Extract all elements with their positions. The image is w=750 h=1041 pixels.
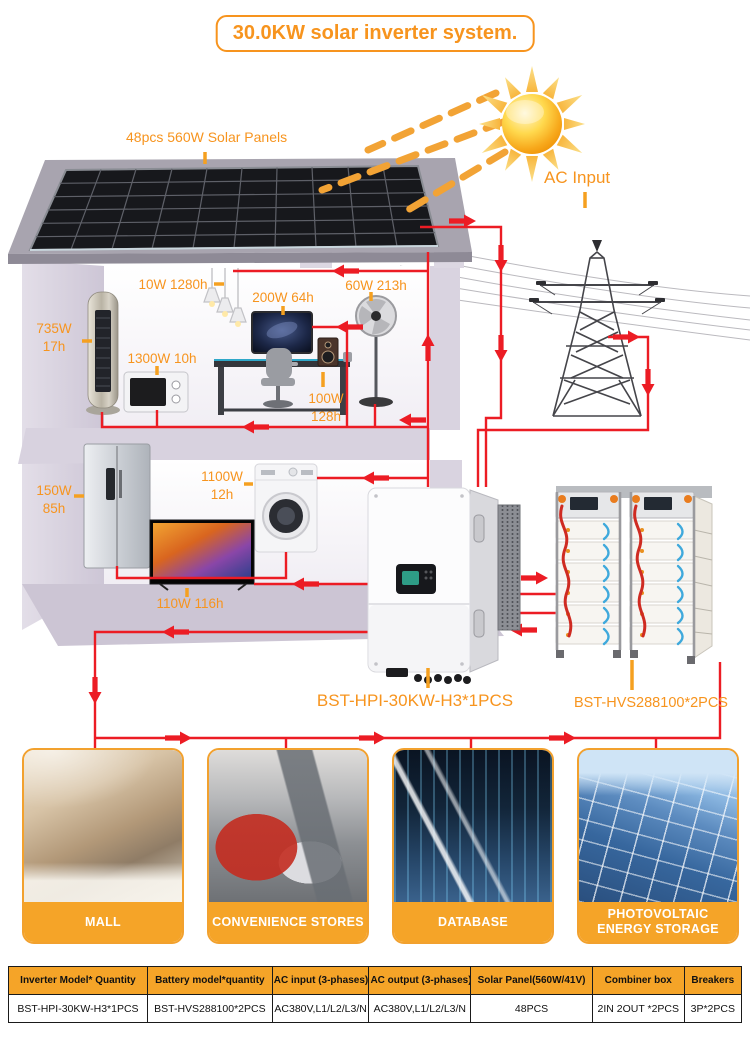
spec-table: Inverter Model* Quantity Battery model*q…: [8, 966, 743, 1023]
venue-card-mall: MALL: [22, 748, 184, 944]
battery-stack-icon: [555, 486, 713, 664]
mall-photo: [24, 750, 182, 902]
inverter-model-label: BST-HPI-30KW-H3*1PCS: [316, 691, 514, 710]
load-label-computer: 200W 64h: [252, 290, 314, 305]
convenience-store-photo: [209, 750, 367, 902]
office-chair-icon: [261, 348, 295, 408]
load-label-washer: 1100W 12h: [201, 469, 243, 502]
load-label-pendant-lamps: 10W 1280h: [138, 277, 208, 292]
label-ticks: [74, 152, 634, 690]
floor-fan-icon: [355, 295, 397, 407]
cell-inverter-model: BST-HPI-30KW-H3*1PCS: [8, 994, 148, 1023]
venue-label: MALL: [24, 902, 182, 942]
database-photo: [394, 750, 552, 902]
load-label-tower-ac: 735W 17h: [36, 321, 72, 354]
solar-panels-label: 48pcs 560W Solar Panels: [126, 129, 288, 145]
wiring-red: [93, 225, 722, 752]
col-inverter-model: Inverter Model* Quantity: [8, 966, 148, 995]
sun-icon: [479, 66, 585, 182]
tower-ac-icon: [86, 291, 120, 415]
cell-combiner-box: 2IN 2OUT *2PCS: [591, 994, 685, 1023]
washing-machine-icon: [254, 463, 318, 553]
venue-label: PHOTOVOLTAIC ENERGY STORAGE: [579, 902, 737, 942]
load-label-speaker: 100W 128h: [308, 391, 344, 424]
col-battery-model: Battery model*quantity: [146, 966, 273, 995]
speaker-icon: [317, 337, 352, 367]
inverter-icon: [367, 487, 521, 684]
cell-solar-panel: 48PCS: [470, 994, 593, 1023]
venue-card-database: DATABASE: [392, 748, 554, 944]
venue-card-convenience-stores: CONVENIENCE STORES: [207, 748, 369, 944]
battery-model-label: BST-HVS288100*2PCS: [574, 695, 728, 711]
col-breakers: Breakers: [683, 966, 743, 995]
computer-icon: [251, 311, 313, 366]
cell-ac-output: AC380V,L1/L2/L3/N: [368, 994, 472, 1023]
tv-icon: [149, 519, 255, 591]
venue-label: CONVENIENCE STORES: [209, 902, 367, 942]
ac-input-label: AC Input: [544, 168, 611, 187]
sun-rays-dashed: [318, 89, 509, 214]
fridge-icon: [83, 443, 151, 569]
microwave-icon: [123, 371, 189, 413]
pendant-lamps-icon: [203, 268, 247, 327]
col-combiner-box: Combiner box: [591, 966, 685, 995]
page-title: 30.0KW solar inverter system.: [215, 15, 535, 52]
load-label-microwave: 1300W 10h: [127, 351, 197, 366]
col-ac-output: AC output (3-phases): [368, 966, 472, 995]
load-label-fan: 60W 213h: [345, 278, 407, 293]
cell-ac-input: AC380V,L1/L2/L3/N: [271, 994, 370, 1023]
transmission-tower-icon: [529, 240, 665, 417]
venue-label: DATABASE: [394, 902, 552, 942]
load-label-fridge: 150W 85h: [36, 483, 72, 516]
cell-breakers: 3P*2PCS: [683, 994, 743, 1023]
cell-battery-model: BST-HVS288100*2PCS: [146, 994, 273, 1023]
venue-card-pv-storage: PHOTOVOLTAIC ENERGY STORAGE: [577, 748, 739, 944]
photovoltaic-photo: [579, 750, 737, 902]
load-label-tv: 110W 116h: [156, 596, 224, 611]
solar-panel-array: [28, 164, 440, 252]
spec-table-header-row: Inverter Model* Quantity Battery model*q…: [8, 966, 743, 995]
col-ac-input: AC input (3-phases): [271, 966, 370, 995]
spec-table-row: BST-HPI-30KW-H3*1PCS BST-HVS288100*2PCS …: [8, 994, 743, 1023]
col-solar-panel: Solar Panel(560W/41V): [470, 966, 593, 995]
